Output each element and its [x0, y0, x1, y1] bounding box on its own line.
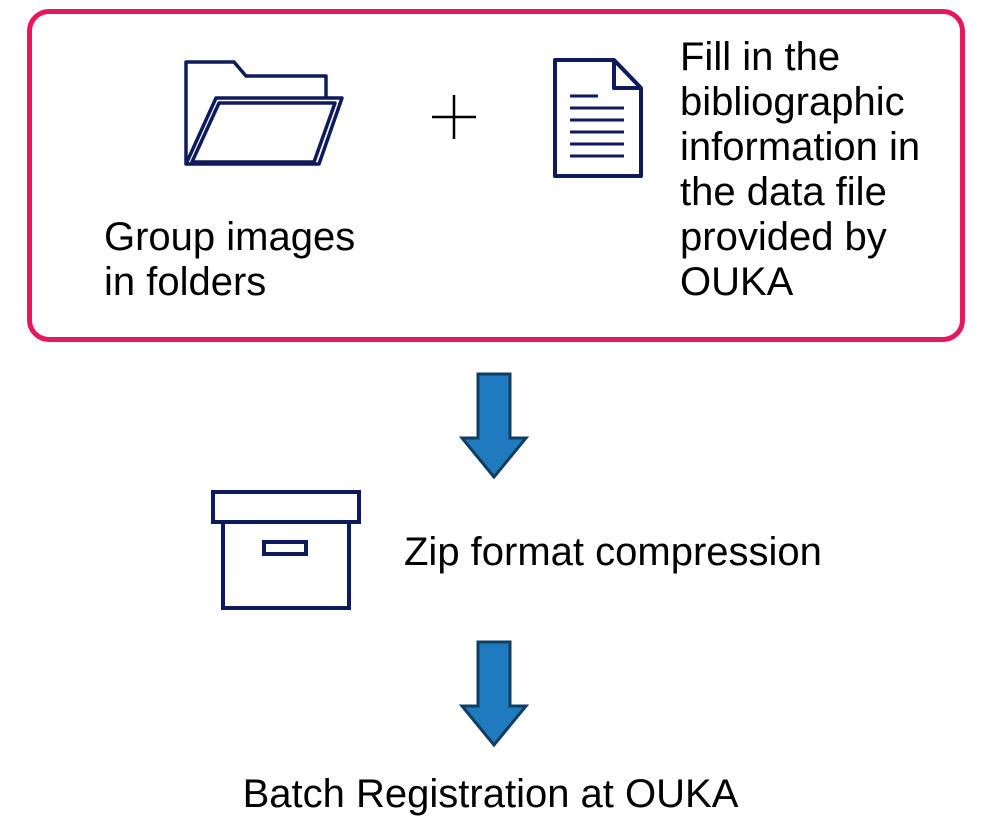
- zip-compression-label: Zip format compression: [404, 530, 822, 574]
- folder-open-icon: [184, 60, 344, 166]
- archive-box-icon: [211, 490, 361, 610]
- preparation-box: [27, 9, 965, 342]
- plus-icon: [432, 95, 476, 139]
- batch-registration-label: Batch Registration at OUKA: [242, 772, 739, 816]
- group-images-label: Group images in folders: [104, 215, 356, 304]
- document-icon: [553, 58, 643, 178]
- fill-bibliographic-label: Fill in the bibliographic information in…: [680, 35, 921, 304]
- arrow-down-icon: [458, 372, 530, 480]
- arrow-down-icon: [458, 640, 530, 748]
